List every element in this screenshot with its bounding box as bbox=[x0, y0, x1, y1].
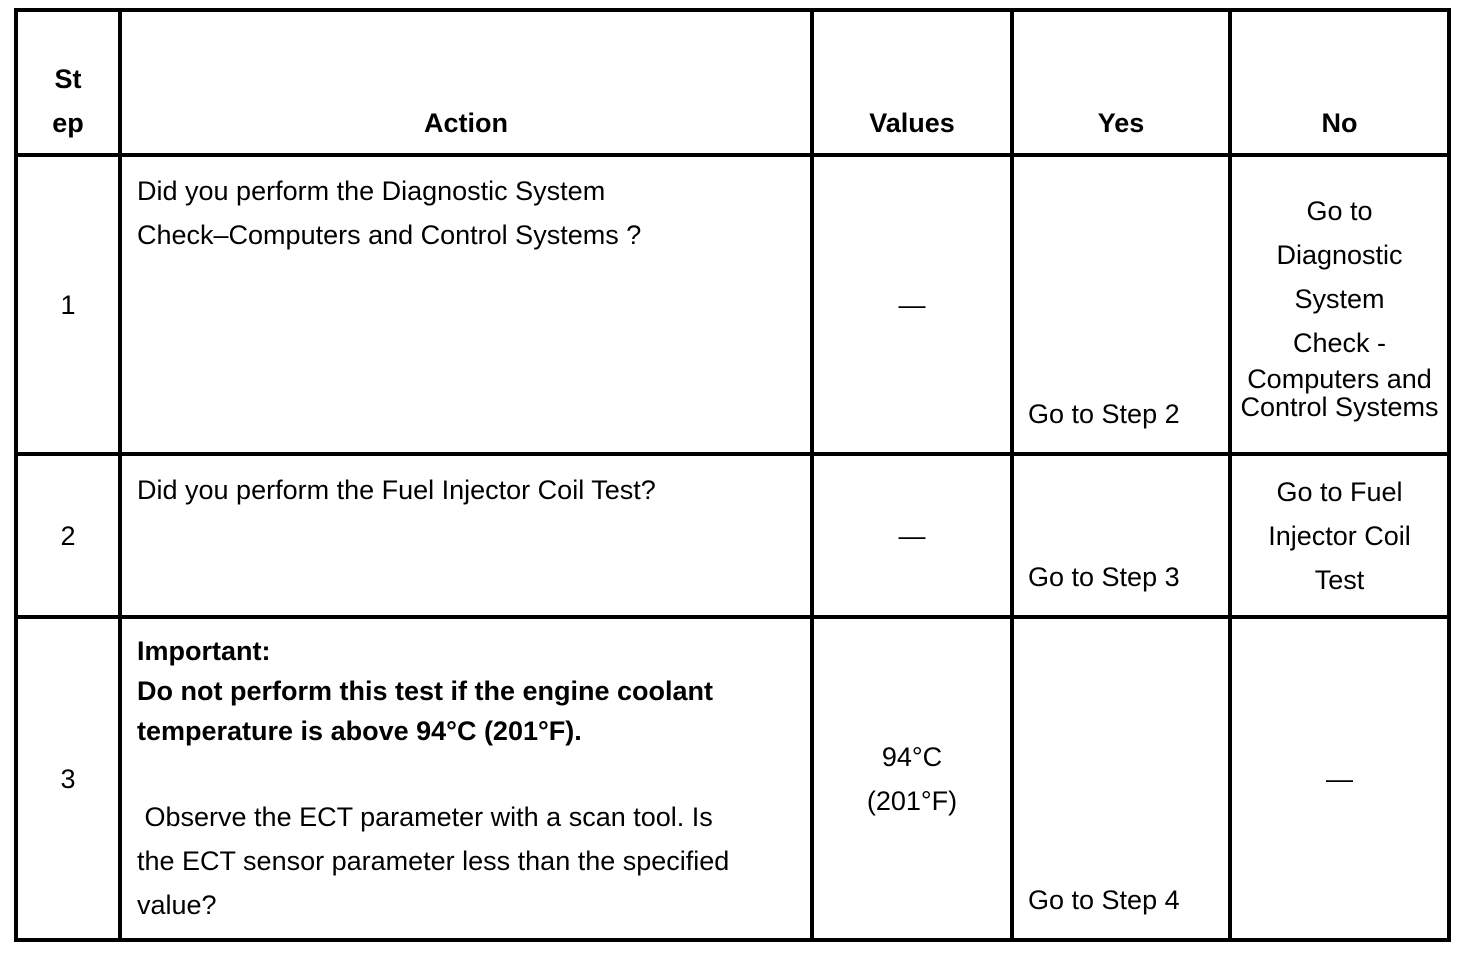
step-3-values-line-2: (201°F) bbox=[866, 785, 958, 816]
step-2-number: 2 bbox=[14, 452, 122, 619]
step-3-values-line-1: 94°C bbox=[881, 741, 943, 772]
table-row-step-3: 3 Important: Do not perform this test if… bbox=[14, 615, 1451, 942]
step-1-no-line-1: Go to bbox=[1306, 195, 1373, 226]
column-header-action: Action bbox=[118, 8, 814, 157]
table-row-step-1: 1 Did you perform the Diagnostic System … bbox=[14, 153, 1451, 456]
step-1-no-cell: Go to Diagnostic System Check - Computer… bbox=[1228, 153, 1451, 456]
step-3-question-line-3: value? bbox=[137, 890, 217, 920]
column-header-values: Values bbox=[810, 8, 1014, 157]
step-3-yes-cell: Go to Step 4 bbox=[1010, 615, 1232, 942]
step-2-yes-cell: Go to Step 3 bbox=[1010, 452, 1232, 619]
step-2-no-cell: Go to Fuel Injector Coil Test bbox=[1228, 452, 1451, 619]
step-1-action-cell: Did you perform the Diagnostic System Ch… bbox=[118, 153, 814, 456]
step-3-action-cell: Important: Do not perform this test if t… bbox=[118, 615, 814, 942]
step-1-no-line-4: Check - bbox=[1292, 327, 1387, 358]
step-header-line-1: St bbox=[54, 64, 82, 94]
step-1-no-line-5: Computers and bbox=[1247, 363, 1432, 394]
step-2-action-cell: Did you perform the Fuel Injector Coil T… bbox=[118, 452, 814, 619]
step-1-values-cell: — bbox=[810, 153, 1014, 456]
step-2-no-line-1: Go to Fuel bbox=[1276, 476, 1403, 507]
step-1-action-line-2: Check–Computers and Control Systems ? bbox=[137, 220, 642, 250]
step-3-values-cell: 94°C (201°F) bbox=[810, 615, 1014, 942]
step-header-line-2: ep bbox=[52, 108, 84, 138]
step-2-values-cell: — bbox=[810, 452, 1014, 619]
column-header-yes: Yes bbox=[1010, 8, 1232, 157]
step-1-action-line-1: Did you perform the Diagnostic System bbox=[137, 176, 606, 206]
step-3-question-line-2: the ECT sensor parameter less than the s… bbox=[137, 846, 730, 876]
table-header-row: St ep Action Values Yes No bbox=[14, 8, 1451, 157]
step-1-number: 1 bbox=[14, 153, 122, 456]
step-3-important-line-2: temperature is above 94°C (201°F). bbox=[137, 716, 582, 746]
step-3-important-label: Important: bbox=[137, 636, 271, 666]
step-3-question-line-1: Observe the ECT parameter with a scan to… bbox=[137, 802, 713, 832]
step-3-no-cell: — bbox=[1228, 615, 1451, 942]
step-3-important-line-1: Do not perform this test if the engine c… bbox=[137, 676, 714, 706]
step-1-yes-cell: Go to Step 2 bbox=[1010, 153, 1232, 456]
step-2-no-line-3: Test bbox=[1314, 564, 1365, 595]
step-1-no-line-2: Diagnostic bbox=[1276, 239, 1403, 270]
step-1-no-line-6: Control Systems bbox=[1240, 391, 1439, 422]
step-1-no-line-3: System bbox=[1294, 283, 1385, 314]
diagnostic-table: St ep Action Values Yes No 1 Did you per… bbox=[14, 8, 1451, 942]
table-row-step-2: 2 Did you perform the Fuel Injector Coil… bbox=[14, 452, 1451, 619]
column-header-no: No bbox=[1228, 8, 1451, 157]
step-2-no-line-2: Injector Coil bbox=[1268, 520, 1411, 551]
step-2-action-line-1: Did you perform the Fuel Injector Coil T… bbox=[137, 475, 656, 505]
step-3-number: 3 bbox=[14, 615, 122, 942]
step-3-action-blank-line bbox=[137, 751, 790, 795]
column-header-step: St ep bbox=[14, 8, 122, 157]
